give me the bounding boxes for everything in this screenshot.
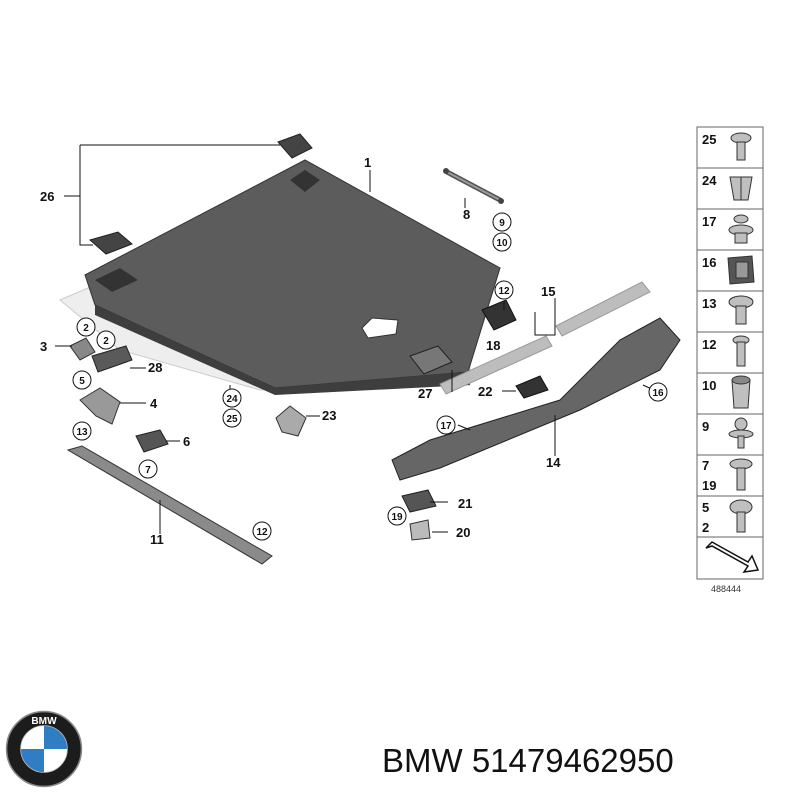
- legend-label-24: 24: [702, 173, 717, 188]
- circled-2-a: 2: [83, 323, 89, 334]
- circled-17: 17: [440, 421, 452, 432]
- callout-23: 23: [322, 408, 336, 423]
- callout-6: 6: [183, 434, 190, 449]
- part-number: 51479462950: [471, 742, 674, 779]
- clip-20: [409, 519, 431, 541]
- callout-8: 8: [463, 207, 470, 222]
- loading-sill-trim-14: [391, 317, 681, 481]
- clip-21: [401, 489, 437, 513]
- trim-strip-15a: [439, 335, 553, 395]
- step-arrow-icon: [705, 541, 760, 573]
- clip-22: [515, 375, 549, 399]
- circled-19: 19: [391, 512, 403, 523]
- panel-corner-pad-front: [95, 268, 138, 292]
- bracket-4: [79, 387, 121, 425]
- callout-28: 28: [148, 360, 162, 375]
- button-clip-icon: [730, 132, 752, 161]
- legend-label-5: 5: [702, 500, 709, 515]
- circled-12-top: 12: [498, 286, 510, 297]
- bmw-roundel-icon: BMW: [5, 710, 83, 788]
- corner-pad-26-top: [277, 133, 313, 159]
- bracket-23: [275, 405, 307, 437]
- circled-25: 25: [226, 414, 238, 425]
- round-head-screw-icon: [729, 499, 753, 533]
- circled-2-b: 2: [103, 336, 109, 347]
- circled-16: 16: [652, 388, 664, 399]
- cover-27: [409, 345, 453, 375]
- flange-screw-icon: [728, 295, 754, 325]
- floor-panel: [59, 159, 501, 395]
- callout-27: 27: [418, 386, 432, 401]
- circled-markers: [72, 212, 668, 541]
- callout-20: 20: [456, 525, 470, 540]
- spring-clip-icon: [727, 255, 755, 285]
- circled-5: 5: [79, 376, 85, 387]
- diagram-id: 488444: [711, 584, 741, 594]
- legend-label-13: 13: [702, 296, 716, 311]
- legend-label-7: 7: [702, 458, 709, 473]
- callout-22: 22: [478, 384, 492, 399]
- cover-6: [135, 429, 169, 453]
- callout-4: 4: [150, 396, 158, 411]
- panel-handle-cutout: [361, 317, 399, 339]
- fastener-legend: 25 24 17 16 13 12 10 9 7 19 5 2 488444: [696, 126, 764, 594]
- callout-21: 21: [458, 496, 472, 511]
- screw-clip-icon: [728, 214, 754, 244]
- svg-text:BMW: BMW: [31, 716, 57, 727]
- sill-strip-11: [66, 445, 273, 565]
- trim-strip-15b: [555, 281, 651, 337]
- callout-3: 3: [40, 339, 47, 354]
- bracket-3: [69, 337, 96, 361]
- legend-label-2: 2: [702, 520, 709, 535]
- expanding-clip-icon: [729, 176, 753, 201]
- spacer-nut-icon: [731, 375, 751, 409]
- leader-lines: [55, 144, 659, 534]
- legend-label-10: 10: [702, 378, 716, 393]
- legend-label-9: 9: [702, 419, 709, 434]
- legend-label-19: 19: [702, 478, 716, 493]
- circled-12-bottom: 12: [256, 527, 268, 538]
- ball-stud-icon: [728, 417, 754, 449]
- panel-corner-pad-rear: [290, 170, 320, 192]
- gas-strut: [443, 168, 504, 204]
- legend-label-25: 25: [702, 132, 716, 147]
- legend-label-12: 12: [702, 337, 716, 352]
- callout-26: 26: [40, 189, 54, 204]
- circled-7: 7: [145, 465, 151, 476]
- callout-1: 1: [364, 155, 371, 170]
- clip-18: [481, 299, 517, 331]
- push-rivet-icon: [732, 335, 750, 367]
- callout-11: 11: [150, 532, 164, 547]
- callout-18: 18: [486, 338, 500, 353]
- legend-label-16: 16: [702, 255, 716, 270]
- callout-15: 15: [541, 284, 555, 299]
- callout-14: 14: [546, 455, 561, 470]
- legend-label-17: 17: [702, 214, 716, 229]
- brand-name: BMW: [382, 742, 463, 779]
- circled-24: 24: [226, 394, 238, 405]
- bracket-28: [91, 345, 133, 373]
- circled-13: 13: [76, 427, 88, 438]
- corner-pad-26-bottom: [88, 231, 133, 255]
- part-caption: BMW 51479462950: [382, 742, 674, 780]
- circled-10: 10: [496, 238, 508, 249]
- circled-9: 9: [499, 218, 505, 229]
- hex-screw-icon: [729, 458, 753, 491]
